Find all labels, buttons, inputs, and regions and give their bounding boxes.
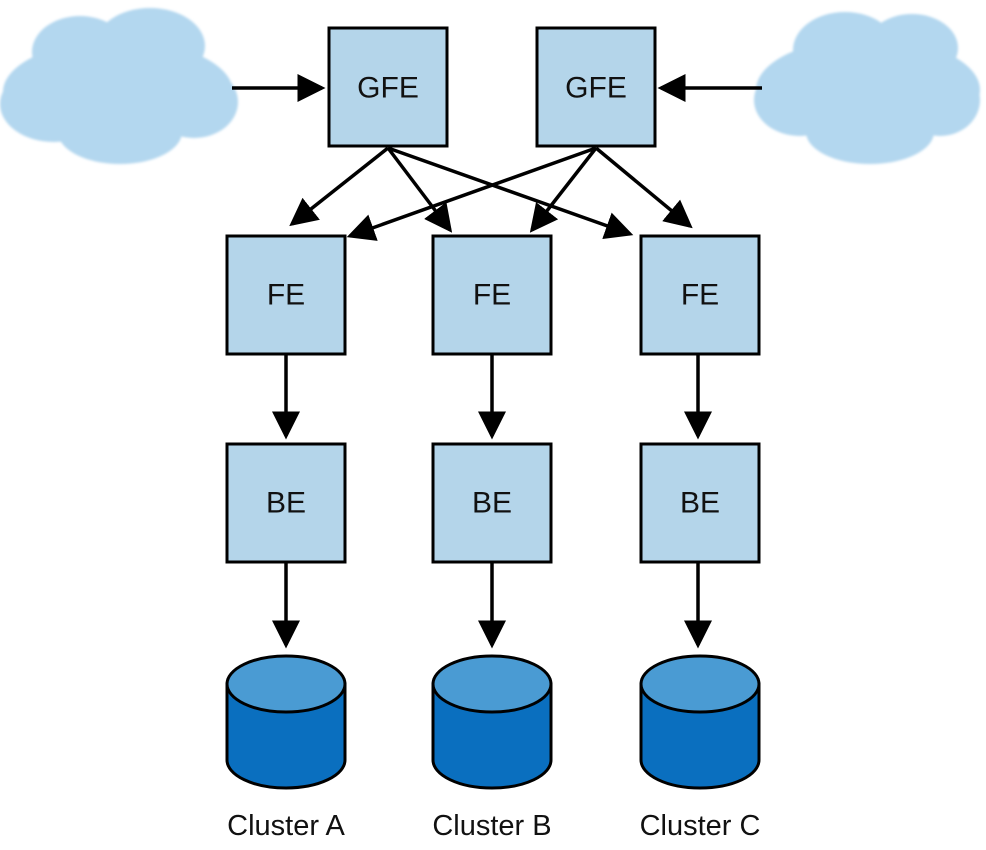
edge-gfe-right-to-fe-c: [594, 146, 693, 229]
be-node-label: BE: [472, 487, 512, 520]
cluster-c-label: Cluster C: [640, 810, 761, 842]
be-node-c: BE: [639, 442, 761, 564]
gfe-node-label: GFE: [565, 72, 627, 105]
edge-gfe-right-to-fe-b: [529, 146, 598, 233]
gfe-node-left: GFE: [327, 26, 449, 148]
be-node-label: BE: [266, 487, 306, 520]
database-icon: [431, 654, 553, 790]
fe-node-a: FE: [225, 234, 347, 356]
cloud-icon: [754, 12, 980, 164]
edge-gfe-left-to-fe-a: [289, 146, 390, 227]
fe-node-b: FE: [431, 234, 553, 356]
be-node-a: BE: [225, 442, 347, 564]
be-node-b: BE: [431, 442, 553, 564]
fe-node-c: FE: [639, 234, 761, 356]
fe-node-label: FE: [267, 279, 305, 312]
be-node-label: BE: [680, 487, 720, 520]
gfe-node-right: GFE: [535, 26, 657, 148]
cluster-a-label: Cluster A: [227, 810, 345, 842]
fe-node-label: FE: [681, 279, 719, 312]
edge-gfe-left-to-fe-b: [386, 146, 453, 233]
cluster-b-label: Cluster B: [432, 810, 551, 842]
cloud-icon: [0, 8, 238, 164]
edge-gfe-left-to-fe-c: [387, 146, 634, 239]
fe-node-label: FE: [473, 279, 511, 312]
edge-gfe-right-to-fe-a: [346, 146, 597, 241]
database-icon: [639, 654, 761, 790]
database-icon: [225, 654, 347, 790]
gfe-node-label: GFE: [357, 72, 419, 105]
